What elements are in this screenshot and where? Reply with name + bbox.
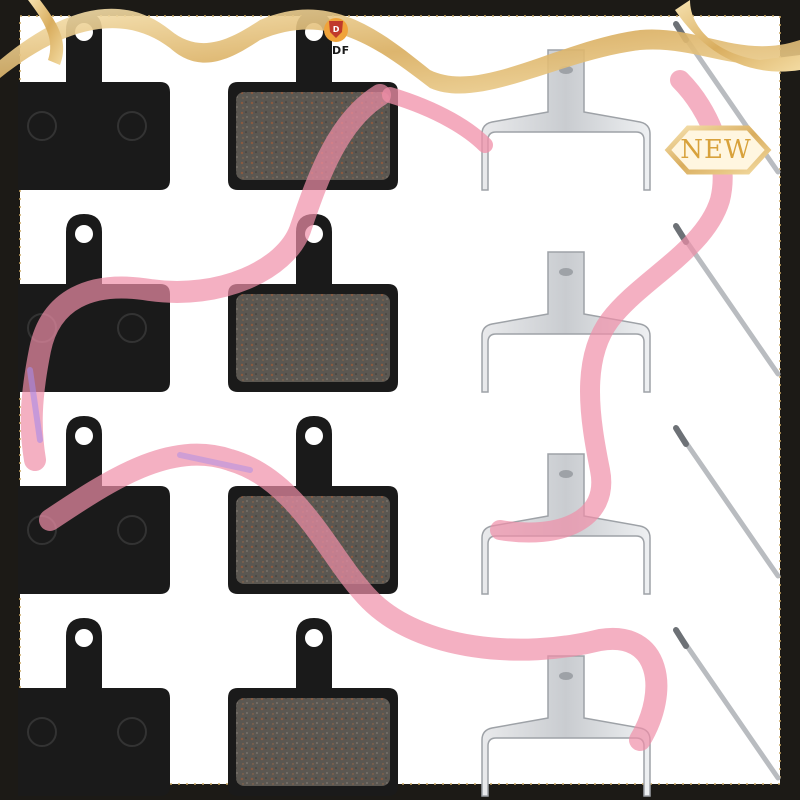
brake-pad-friction (228, 618, 398, 796)
brand-logo-text: DDF (322, 44, 350, 57)
brake-pad-friction (228, 416, 398, 594)
retaining-pin (673, 425, 781, 579)
row-3 (18, 416, 781, 595)
svg-text:D: D (333, 25, 340, 34)
brake-pad-friction (228, 214, 398, 392)
row-2 (18, 214, 781, 393)
brake-pad-backing (18, 618, 170, 796)
new-badge: NEW (680, 135, 752, 165)
retaining-pin (673, 627, 781, 781)
shield-logo-icon: D (324, 18, 348, 42)
spring-clip (481, 251, 651, 393)
brake-pad-backing (18, 416, 170, 594)
spring-clip (481, 655, 651, 797)
brake-pad-backing (18, 214, 170, 392)
row-4 (18, 618, 781, 797)
gold-ribbon (0, 0, 800, 94)
new-badge-shape (664, 125, 772, 175)
